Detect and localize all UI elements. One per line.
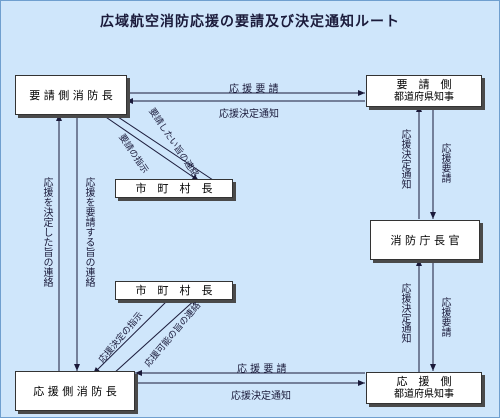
- requesting-fire-chief-box: 要 請 側 消 防 長: [15, 75, 127, 115]
- arrow-diag-instruction-low: [92, 296, 172, 375]
- label-bottom-request: 応 援 要 請: [237, 364, 287, 375]
- municipal-mayor-lower-label: 市 町 村 長: [135, 284, 213, 297]
- label-right-lower-decision: 応援決定通知: [399, 283, 410, 343]
- arrow-diag-instruction-up: [96, 110, 200, 182]
- requesting-governor-line2: 都道府県知事: [394, 92, 454, 103]
- requesting-governor-line1: 要 請 側: [396, 78, 452, 91]
- requesting-governor-box: 要 請 側 都道府県知事: [366, 75, 482, 107]
- requesting-fire-chief-label: 要 請 側 消 防 長: [29, 88, 113, 102]
- municipal-mayor-lower-box: 市 町 村 長: [115, 281, 233, 300]
- fire-agency-commissioner-label: 消 防 庁 長 官: [390, 233, 460, 247]
- supporting-fire-chief-box: 応 援 側 消 防 長: [15, 371, 135, 411]
- fire-agency-commissioner-box: 消 防 庁 長 官: [370, 220, 480, 260]
- label-top-request: 応 援 要 請: [229, 84, 279, 95]
- diagram-title: 広域航空消防応援の要請及び決定通知ルート: [100, 14, 400, 30]
- label-left-decided: 応援を決定した旨の連絡: [41, 177, 52, 287]
- supporting-governor-line2: 都道府県知事: [394, 389, 454, 400]
- label-right-upper-request: 応援要請: [439, 143, 450, 183]
- label-top-decision: 応援決定通知: [219, 109, 279, 120]
- supporting-governor-box: 応 援 側 都道府県知事: [366, 372, 482, 404]
- label-bottom-decision: 応援決定通知: [231, 391, 291, 402]
- arrow-diag-contact-up: [108, 110, 214, 181]
- municipal-mayor-upper-label: 市 町 村 長: [135, 182, 213, 195]
- label-right-upper-decision: 応援決定通知: [399, 129, 410, 189]
- arrow-diag-contact-low: [112, 297, 198, 375]
- supporting-governor-line1: 応 援 側: [396, 375, 452, 388]
- municipal-mayor-upper-box: 市 町 村 長: [115, 179, 233, 198]
- label-left-request: 応援を要請する旨の連絡: [83, 177, 94, 287]
- supporting-fire-chief-label: 応 援 側 消 防 長: [33, 384, 117, 398]
- label-right-lower-request: 応援要請: [439, 297, 450, 337]
